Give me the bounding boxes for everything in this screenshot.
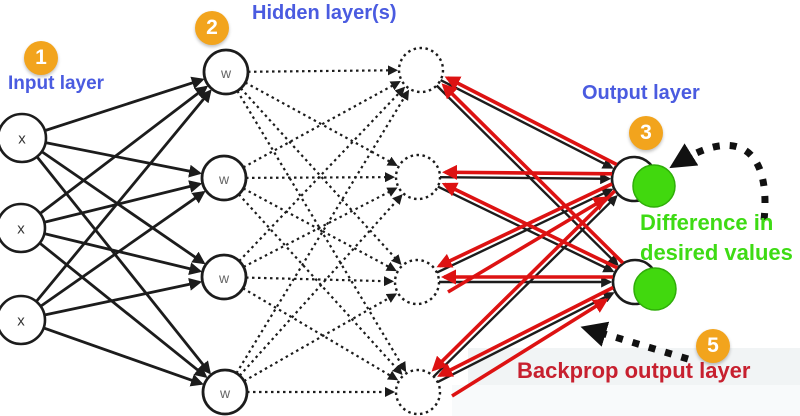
input-node-2 bbox=[0, 202, 47, 254]
edge bbox=[238, 86, 406, 262]
edge bbox=[242, 287, 399, 381]
edge bbox=[437, 185, 615, 273]
dotted-annotation-arrow bbox=[580, 321, 690, 363]
hidden2-node-4 bbox=[394, 368, 442, 416]
edge bbox=[45, 141, 203, 178]
edge bbox=[243, 187, 398, 268]
edge bbox=[35, 89, 212, 303]
backprop-red-arrow bbox=[447, 196, 609, 294]
hidden1-node-1 bbox=[202, 48, 250, 96]
edge bbox=[235, 89, 410, 374]
hidden2-node-2 bbox=[394, 153, 442, 201]
edge bbox=[237, 193, 403, 375]
edge bbox=[39, 190, 206, 308]
output-layer-label: Output layer bbox=[582, 82, 700, 104]
edge bbox=[242, 187, 397, 272]
step-badge-2: 2 bbox=[195, 11, 229, 45]
node-label: w bbox=[220, 65, 232, 81]
edge bbox=[44, 76, 205, 132]
hidden1-node-4 bbox=[201, 368, 249, 416]
edge bbox=[245, 276, 395, 287]
step-badge-5: 5 bbox=[696, 329, 730, 363]
backprop-red-arrow bbox=[451, 298, 609, 398]
edge bbox=[247, 65, 399, 76]
edge bbox=[441, 182, 619, 270]
hidden2-node-3 bbox=[393, 258, 441, 306]
node-label: x bbox=[17, 221, 25, 238]
edge bbox=[43, 180, 203, 224]
hidden1-node-2 bbox=[200, 154, 248, 202]
node-label: x bbox=[18, 131, 26, 148]
edge bbox=[436, 188, 614, 274]
edge bbox=[39, 85, 209, 215]
edge bbox=[431, 189, 617, 372]
node-label: w bbox=[219, 385, 231, 401]
edge bbox=[439, 173, 612, 185]
dotted-annotation-arrow bbox=[669, 141, 769, 221]
hidden1-node-3 bbox=[200, 253, 248, 301]
hidden-layer-label: Hidden layer(s) bbox=[252, 2, 397, 24]
edge bbox=[441, 83, 625, 265]
edge bbox=[437, 285, 614, 377]
edge bbox=[435, 84, 619, 266]
edge bbox=[244, 81, 398, 166]
input-node-3 bbox=[0, 294, 47, 346]
node-label: w bbox=[218, 270, 230, 286]
hidden2-node-1 bbox=[397, 46, 445, 94]
output-node-green-1 bbox=[632, 164, 676, 208]
step-badge-3: 3 bbox=[629, 116, 663, 150]
edge bbox=[440, 78, 614, 169]
edge bbox=[239, 87, 402, 266]
edge bbox=[437, 292, 615, 384]
edge bbox=[44, 232, 203, 275]
edge bbox=[40, 150, 206, 265]
output-node-green-2 bbox=[633, 267, 677, 311]
edge bbox=[243, 293, 398, 383]
background-band-2 bbox=[452, 385, 800, 416]
node-label: w bbox=[218, 171, 230, 187]
input-node-1 bbox=[0, 112, 48, 164]
edge bbox=[43, 326, 204, 387]
edge bbox=[238, 194, 403, 377]
difference-label-line2: desired values bbox=[640, 240, 793, 265]
difference-label-line1: Difference in bbox=[640, 210, 774, 235]
step-badge-1: 1 bbox=[24, 41, 58, 75]
edge bbox=[442, 164, 613, 180]
node-label: x bbox=[17, 313, 25, 330]
edge bbox=[444, 76, 618, 167]
edge bbox=[44, 278, 203, 317]
difference-label: Difference in desired values bbox=[640, 208, 793, 268]
edge bbox=[236, 90, 407, 373]
input-layer-label: Input layer bbox=[8, 73, 105, 94]
